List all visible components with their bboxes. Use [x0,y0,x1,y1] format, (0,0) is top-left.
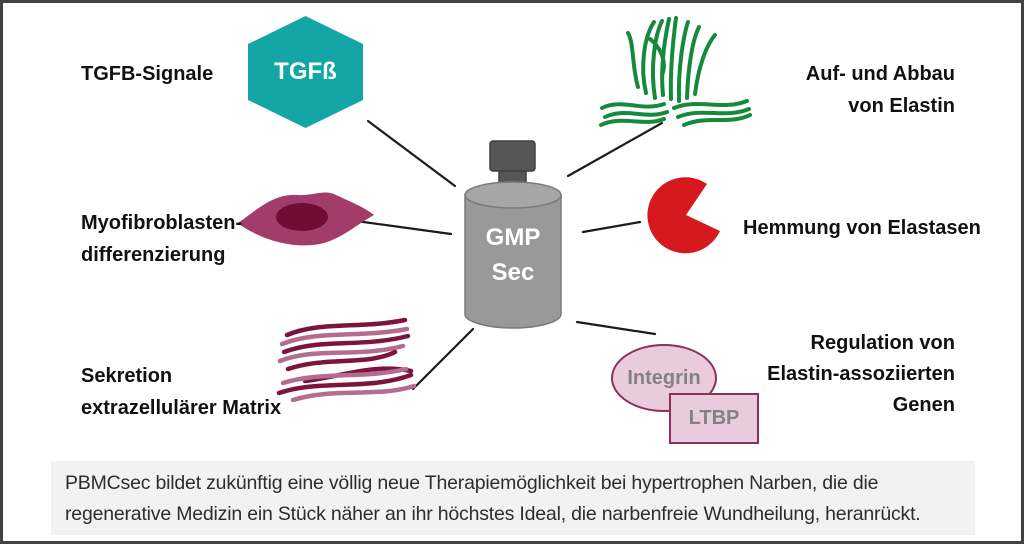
matrix-fibers-icon [276,317,417,403]
myofibroblast-cell-icon [238,192,374,246]
gmp-sec-vial-icon: GMP Sec [464,140,562,329]
summary-box: PBMCsec bildet zukünftig eine völlig neu… [51,461,975,535]
elastase-label: Hemmung von Elastasen [743,217,981,239]
summary-line1: PBMCsec bildet zukünftig eine völlig neu… [65,472,879,494]
connector-lines [354,119,664,391]
vial-label-line1: GMP [486,224,541,251]
elastase-pacman-icon [647,177,720,254]
tgfb-label: TGFB-Signale [81,63,214,85]
regulation-label: Regulation von Elastin-assoziierten Gene… [767,332,955,416]
vial-label-line2: Sec [492,259,535,286]
elastin-label: Auf- und Abbau von Elastin [805,63,955,117]
tgfb-hexagon-text: TGFß [274,58,337,85]
summary-line2: regenerative Medizin ein Stück näher an … [65,503,921,525]
matrix-label: Sekretion extrazellulärer Matrix [81,365,282,419]
ltbp-text: LTBP [688,407,740,429]
ltbp-rect: LTBP [669,393,759,444]
integrin-text: Integrin [627,366,701,389]
elastin-fibers-icon [599,16,752,127]
myofibroblast-label: Myofibroblasten- differenzierung [81,212,243,266]
